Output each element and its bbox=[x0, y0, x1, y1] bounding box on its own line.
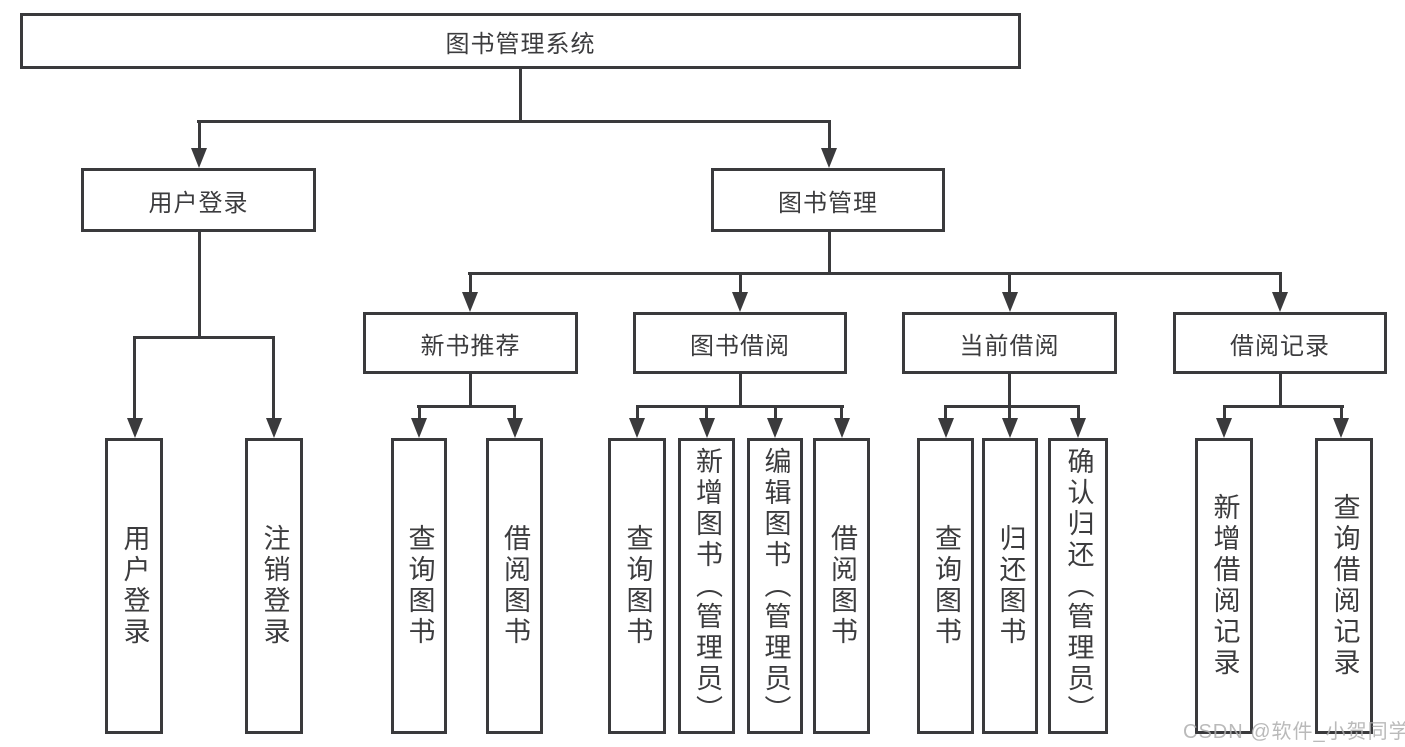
arrowhead-down-icon bbox=[938, 418, 954, 438]
node-current-borrow: 当前借阅 bbox=[902, 312, 1117, 374]
arrowhead-down-icon bbox=[821, 148, 837, 168]
leaf-label: 查询图书 bbox=[404, 524, 435, 648]
leaf-label: 归还图书 bbox=[995, 524, 1026, 648]
leaf-label: 注销登录 bbox=[259, 524, 290, 648]
node-book-management: 图书管理 bbox=[711, 168, 945, 232]
leaf-label: 新增借阅记录 bbox=[1209, 493, 1240, 679]
node-leaf-logout: 注销登录 bbox=[245, 438, 303, 734]
leaf-label: 新增图书（管理员） bbox=[692, 446, 722, 726]
node-leaf-query-books-current: 查询图书 bbox=[917, 438, 974, 734]
connector-newbook-drop-1 bbox=[418, 408, 421, 421]
arrowhead-down-icon bbox=[1333, 418, 1349, 438]
node-new-book-recommend: 新书推荐 bbox=[363, 312, 578, 374]
arrowhead-down-icon bbox=[1216, 418, 1232, 438]
watermark-text: CSDN @软件_小贺同学 bbox=[1183, 721, 1405, 743]
node-user-login: 用户登录 bbox=[81, 168, 316, 232]
connector-l2-drop-left bbox=[198, 123, 201, 152]
leaf-label: 编辑图书（管理员） bbox=[760, 446, 791, 726]
arrowhead-down-icon bbox=[1272, 292, 1288, 312]
connector-l2-drop-right bbox=[828, 123, 831, 152]
leaf-label: 借阅图书 bbox=[500, 524, 530, 648]
leaf-label: 用户登录 bbox=[119, 524, 150, 648]
leaf-label: 查询图书 bbox=[931, 524, 961, 648]
node-borrow-records: 借阅记录 bbox=[1173, 312, 1387, 374]
node-leaf-borrow-books: 借阅图书 bbox=[813, 438, 870, 734]
arrowhead-down-icon bbox=[629, 418, 645, 438]
connector-newbook-bar bbox=[417, 405, 516, 408]
node-leaf-add-borrow-record: 新增借阅记录 bbox=[1195, 438, 1253, 734]
connector-borrow-drop-4 bbox=[840, 408, 843, 421]
connector-borrow-drop-1 bbox=[636, 408, 639, 421]
node-leaf-query-books-borrow: 查询图书 bbox=[608, 438, 666, 734]
connector-userlogin-stem bbox=[198, 232, 201, 336]
arrowhead-down-icon bbox=[266, 418, 282, 438]
leaf-label: 查询借阅记录 bbox=[1329, 493, 1360, 679]
connector-records-stem bbox=[1279, 374, 1282, 408]
arrowhead-down-icon bbox=[1002, 418, 1018, 438]
connector-newbook-drop-2 bbox=[513, 408, 516, 421]
connector-userlogin-drop-left bbox=[133, 339, 136, 420]
arrowhead-down-icon bbox=[127, 418, 143, 438]
arrowhead-down-icon bbox=[699, 418, 715, 438]
arrowhead-down-icon bbox=[1070, 418, 1086, 438]
connector-borrow-bar bbox=[636, 405, 844, 408]
leaf-label: 借阅图书 bbox=[827, 524, 857, 648]
node-leaf-query-borrow-record: 查询借阅记录 bbox=[1315, 438, 1373, 734]
connector-l3-drop-2 bbox=[739, 275, 742, 294]
arrowhead-down-icon bbox=[767, 418, 783, 438]
node-leaf-borrow-books-recommend: 借阅图书 bbox=[486, 438, 543, 734]
connector-l3-drop-3 bbox=[1008, 275, 1011, 294]
connector-records-bar bbox=[1223, 405, 1344, 408]
connector-root-stem bbox=[519, 69, 522, 123]
node-book-borrow: 图书借阅 bbox=[633, 312, 847, 374]
arrowhead-down-icon bbox=[411, 418, 427, 438]
node-library-system: 图书管理系统 bbox=[20, 13, 1021, 69]
connector-userlogin-drop-right bbox=[272, 339, 275, 420]
arrowhead-down-icon bbox=[191, 148, 207, 168]
leaf-label: 查询图书 bbox=[622, 524, 653, 648]
node-leaf-add-books-admin: 新增图书（管理员） bbox=[678, 438, 735, 734]
node-leaf-confirm-return-admin: 确认归还（管理员） bbox=[1048, 438, 1108, 734]
connector-current-stem bbox=[1008, 374, 1011, 408]
connector-borrow-drop-3 bbox=[774, 408, 777, 421]
connector-l3-bar bbox=[468, 272, 1282, 275]
connector-records-drop-1 bbox=[1223, 408, 1226, 421]
arrowhead-down-icon bbox=[462, 292, 478, 312]
connector-current-drop-1 bbox=[944, 408, 947, 421]
connector-records-drop-2 bbox=[1340, 408, 1343, 421]
arrowhead-down-icon bbox=[507, 418, 523, 438]
connector-borrow-drop-2 bbox=[705, 408, 708, 421]
connector-l2-bar bbox=[197, 120, 831, 123]
connector-bookmgmt-stem bbox=[828, 232, 831, 275]
connector-current-drop-3 bbox=[1077, 408, 1080, 421]
arrowhead-down-icon bbox=[732, 292, 748, 312]
connector-current-bar bbox=[944, 405, 1080, 408]
node-leaf-edit-books-admin: 编辑图书（管理员） bbox=[747, 438, 803, 734]
leaf-label: 确认归还（管理员） bbox=[1063, 446, 1094, 726]
arrowhead-down-icon bbox=[834, 418, 850, 438]
arrowhead-down-icon bbox=[1002, 292, 1018, 312]
node-leaf-query-books-recommend: 查询图书 bbox=[391, 438, 447, 734]
node-leaf-return-books: 归还图书 bbox=[982, 438, 1038, 734]
connector-borrow-stem bbox=[739, 374, 742, 408]
connector-newbook-stem bbox=[469, 374, 472, 408]
connector-l3-drop-1 bbox=[469, 275, 472, 294]
connector-userlogin-bar bbox=[133, 336, 275, 339]
connector-l3-drop-4 bbox=[1279, 275, 1282, 294]
node-leaf-user-login: 用户登录 bbox=[105, 438, 163, 734]
connector-current-drop-2 bbox=[1008, 408, 1011, 421]
